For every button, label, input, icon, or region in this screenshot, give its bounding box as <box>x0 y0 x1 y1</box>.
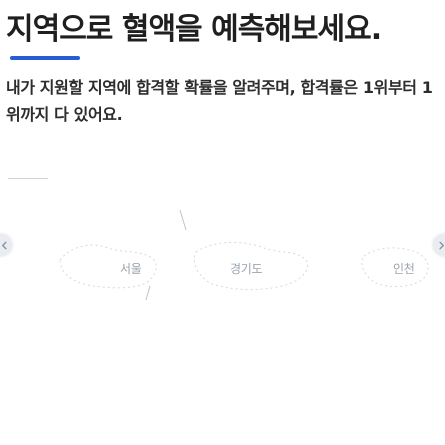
chevron-left-icon <box>1 241 7 249</box>
incheon-outline <box>361 247 429 287</box>
chevron-right-icon <box>438 241 444 249</box>
region-map <box>59 209 429 300</box>
page-title: 지역으로 혈액을 예측해보세요. <box>6 12 382 47</box>
region-label-gyeonggi[interactable]: 경기도 <box>230 262 263 276</box>
title-underline <box>10 56 80 60</box>
road-line <box>179 209 187 231</box>
carousel-prev-button[interactable] <box>0 234 12 256</box>
region-label-seoul[interactable]: 서울 <box>120 262 142 276</box>
seoul-outline <box>59 244 157 289</box>
carousel-next-button[interactable] <box>433 234 445 256</box>
divider <box>8 178 48 179</box>
region-label-incheon[interactable]: 인천 <box>393 262 415 276</box>
region-map-carousel[interactable]: 서울 경기도 인천 <box>0 190 445 300</box>
road-line <box>145 285 151 300</box>
page-description: 내가 지원할 지역에 합격할 확률을 알려주며, 합격률은 1위부터 1위까지 … <box>6 78 433 124</box>
gyeonggi-outline <box>193 241 308 291</box>
